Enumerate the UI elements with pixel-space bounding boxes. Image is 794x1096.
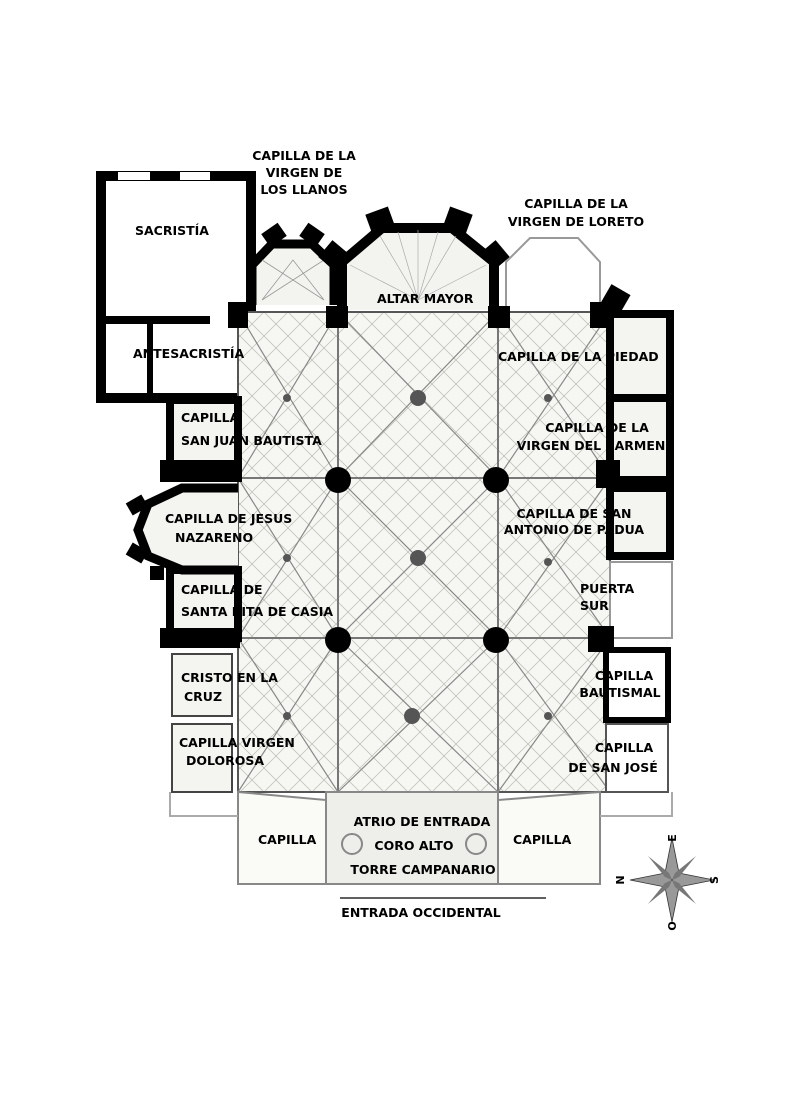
label-torre: TORRE CAMPANARIO [350, 862, 495, 877]
label-capilla-loreto-1: CAPILLA DE LA [524, 196, 628, 211]
label-capilla-loreto-2: VIRGEN DE LORETO [508, 214, 644, 229]
label-coro: CORO ALTO [374, 838, 453, 853]
label-capilla-bautismal-2: BAUTISMAL [579, 685, 660, 700]
label-capilla-dolorosa-2: DOLOROSA [186, 753, 264, 768]
plan-labels: CAPILLA DE LA VIRGEN DE LOS LLANOS CAPIL… [133, 148, 665, 920]
chapel-virgen-loreto-apse [505, 237, 601, 312]
label-capilla-santa-rita-1: CAPILLA DE [181, 582, 263, 597]
chapel-jesus-nazareno-apse [125, 483, 238, 580]
south-buttress-2 [588, 626, 614, 652]
label-capilla-san-jose-1: CAPILLA [595, 740, 654, 755]
compass-north-label: N [614, 875, 627, 884]
label-capilla-jesus-1: CAPILLA DE JESUS [165, 511, 292, 526]
compass-west-label: O [666, 921, 679, 930]
label-capilla-san-juan-2: SAN JUAN BAUTISTA [181, 433, 322, 448]
label-antesacristia: ANTESACRISTÍA [133, 346, 245, 361]
label-cristo-cruz-1: CRISTO EN LA [181, 670, 278, 685]
label-capilla-san-juan-1: CAPILLA [181, 410, 240, 425]
west-end [169, 790, 673, 885]
label-capilla-san-jose-2: DE SAN JOSÉ [568, 760, 658, 775]
label-capilla-carmen-1: CAPILLA DE LA [545, 420, 649, 435]
label-capilla-llanos-3: LOS LLANOS [260, 182, 347, 197]
label-cristo-cruz-2: CRUZ [184, 689, 222, 704]
sacristy-block [96, 171, 256, 403]
nave [228, 302, 612, 793]
label-capilla-dolorosa-1: CAPILLA VIRGEN [179, 735, 295, 750]
label-puerta-sur-2: SUR [580, 598, 609, 613]
chapel-virgen-llanos-apse [247, 222, 339, 305]
south-buttress-1 [596, 460, 620, 488]
north-buttress-2 [160, 628, 240, 648]
label-atrio: ATRIO DE ENTRADA [354, 814, 491, 829]
compass-south-label: S [708, 876, 721, 884]
south-chapels [606, 310, 674, 560]
label-capilla-bautismal-1: CAPILLA [595, 668, 654, 683]
label-capilla-llanos-1: CAPILLA DE LA [252, 148, 356, 163]
north-buttress-1 [160, 460, 240, 482]
label-sacristia: SACRISTÍA [135, 223, 209, 238]
label-altar-mayor: ALTAR MAYOR [377, 291, 474, 306]
label-puerta-sur-1: PUERTA [580, 581, 634, 596]
label-capilla-carmen-2: VIRGEN DEL CARMEN [517, 438, 666, 453]
south-buttress-3 [598, 284, 631, 318]
label-capilla-west-2: CAPILLA [513, 832, 572, 847]
label-capilla-san-antonio-1: CAPILLA DE SAN [516, 506, 631, 521]
label-entrada: ENTRADA OCCIDENTAL [341, 905, 500, 920]
label-capilla-llanos-2: VIRGEN DE [266, 165, 342, 180]
label-capilla-san-antonio-2: ANTONIO DE PADUA [504, 522, 644, 537]
compass-rose-icon [629, 837, 715, 923]
north-chapels [166, 396, 242, 793]
label-capilla-piedad: CAPILLA DE LA PIEDAD [498, 349, 659, 364]
compass-east-label: E [666, 834, 679, 842]
altar-mayor-apse [318, 206, 510, 310]
label-capilla-santa-rita-2: SANTA RITA DE CASIA [181, 604, 333, 619]
label-capilla-jesus-2: NAZARENO [175, 530, 253, 545]
label-capilla-west-1: CAPILLA [258, 832, 317, 847]
south-lower-chapels [603, 561, 673, 793]
